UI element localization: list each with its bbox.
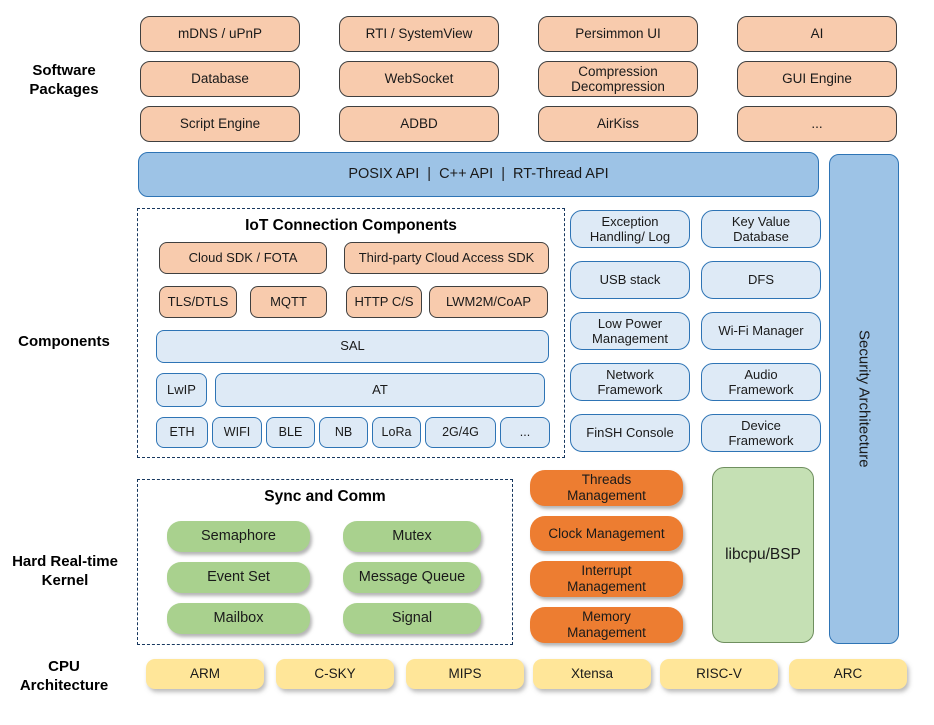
lwip-box: LwIP [156,373,207,407]
wifi-manager-box: Wi-Fi Manager [701,312,821,350]
dfs-box: DFS [701,261,821,299]
iface-nb-box: NB [319,417,368,448]
iface-eth-box: ETH [156,417,208,448]
interrupt-management-box: Interrupt Management [530,561,683,597]
package-script-engine: Script Engine [140,106,300,142]
message-queue-pill: Message Queue [343,562,481,593]
label-components: Components [18,333,110,350]
cpu-xtensa-box: Xtensa [533,659,651,689]
cloud-sdk-fota-box: Cloud SDK / FOTA [159,242,327,274]
package-airkiss: AirKiss [538,106,698,142]
memory-management-box: Memory Management [530,607,683,643]
cpu-csky-box: C-SKY [276,659,394,689]
cpu-mips-box: MIPS [406,659,524,689]
package-mdns-upnp: mDNS / uPnP [140,16,300,52]
network-framework-box: Network Framework [570,363,690,401]
cpu-arc-box: ARC [789,659,907,689]
iface-more-box: ... [500,417,550,448]
mutex-pill: Mutex [343,521,481,552]
mqtt-box: MQTT [250,286,327,318]
sal-box: SAL [156,330,549,363]
clock-management-box: Clock Management [530,516,683,551]
tls-dtls-box: TLS/DTLS [159,286,237,318]
security-architecture-bar: Security Architecture [829,154,899,644]
package-persimmon-ui: Persimmon UI [538,16,698,52]
label-hard-realtime-kernel: Hard Real-time Kernel [12,553,118,589]
iface-wifi-box: WIFI [212,417,262,448]
mailbox-pill: Mailbox [167,603,310,634]
package-database: Database [140,61,300,97]
posix-api-bar: POSIX API | C++ API | RT-Thread API [138,152,819,197]
package-gui-engine: GUI Engine [737,61,897,97]
label-software-packages: Software Packages [29,62,99,98]
iface-2g4g-box: 2G/4G [425,417,496,448]
iface-lora-box: LoRa [372,417,421,448]
software-packages-grid: mDNS / uPnP RTI / SystemView Persimmon U… [140,16,897,142]
event-set-pill: Event Set [167,562,310,593]
kernel-management-column: Threads Management Clock Management Inte… [530,470,683,643]
sync-comm-title: Sync and Comm [264,488,386,505]
libcpu-bsp-box: libcpu/BSP [712,467,814,643]
label-cpu-architecture: CPU Architecture [19,658,109,694]
cpu-riscv-box: RISC-V [660,659,778,689]
http-cs-box: HTTP C/S [346,286,422,318]
exception-log-box: Exception Handling/ Log [570,210,690,248]
key-value-db-box: Key Value Database [701,210,821,248]
iot-components-title: IoT Connection Components [245,217,457,234]
package-more: ... [737,106,897,142]
audio-framework-box: Audio Framework [701,363,821,401]
usb-stack-box: USB stack [570,261,690,299]
network-interface-row: ETH WIFI BLE NB LoRa 2G/4G ... [156,417,550,448]
low-power-box: Low Power Management [570,312,690,350]
package-compression: Compression Decompression [538,61,698,97]
semaphore-pill: Semaphore [167,521,310,552]
package-rti-systemview: RTI / SystemView [339,16,499,52]
device-framework-box: Device Framework [701,414,821,452]
threads-management-box: Threads Management [530,470,683,506]
iface-ble-box: BLE [266,417,315,448]
signal-pill: Signal [343,603,481,634]
sync-comm-panel: Sync and Comm Semaphore Mutex Event Set … [137,479,513,645]
third-party-cloud-sdk-box: Third-party Cloud Access SDK [344,242,549,274]
package-websocket: WebSocket [339,61,499,97]
sync-comm-grid: Semaphore Mutex Event Set Message Queue … [167,521,481,634]
package-ai: AI [737,16,897,52]
at-box: AT [215,373,545,407]
system-components-grid: Exception Handling/ Log Key Value Databa… [570,210,821,452]
finsh-console-box: FinSH Console [570,414,690,452]
lwm2m-coap-box: LWM2M/CoAP [429,286,548,318]
cpu-arm-box: ARM [146,659,264,689]
iot-components-panel: IoT Connection Components Cloud SDK / FO… [137,208,565,458]
package-adbd: ADBD [339,106,499,142]
